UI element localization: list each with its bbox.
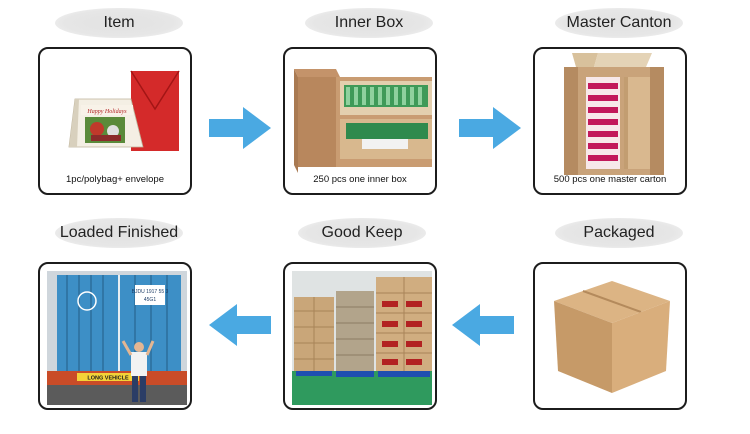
step-good-keep-label: Good Keep [298, 218, 426, 248]
worker-figure [121, 340, 155, 402]
green-cards-row [344, 85, 428, 107]
step-good-keep-panel [283, 262, 437, 410]
container-type-text: 45G1 [144, 297, 156, 303]
sealed-carton-image [554, 281, 670, 393]
arrow-left-icon [209, 304, 271, 346]
item-caption: 1pc/polybag+ envelope [66, 174, 164, 185]
arrow-left-icon [452, 304, 514, 346]
truck-bumper: LONG VEHICLE [47, 371, 187, 405]
step-inner-box-label: Inner Box [305, 8, 433, 38]
step-inner-box-panel: 250 pcs one inner box [283, 47, 437, 195]
master-carton-photo [542, 53, 682, 187]
container-photo: BJDU 1917 55 3 45G1 LONG VEHICLE [47, 271, 187, 405]
wrapped-pallet-stack [336, 291, 374, 377]
step-packaged-panel [533, 262, 687, 410]
step-item-label: Item [55, 8, 183, 38]
truck-plate-text: LONG VEHICLE [87, 376, 129, 382]
shipping-container: BJDU 1917 55 3 45G1 [57, 275, 181, 371]
item-photo: Happy Holidays [47, 59, 187, 193]
greeting-card-image: Happy Holidays [68, 98, 144, 148]
pink-cards-stack [586, 77, 620, 169]
left-cartons-stack [294, 297, 334, 376]
card-greeting-text: Happy Holidays [86, 109, 127, 115]
right-cartons-stack [376, 277, 432, 377]
arrow-right-icon [209, 107, 271, 149]
step-loaded-panel: BJDU 1917 55 3 45G1 LONG VEHICLE [38, 262, 192, 410]
container-code-text: BJDU 1917 55 3 [132, 289, 169, 295]
step-loaded-label: Loaded Finished [55, 218, 183, 248]
step-item-panel: Happy Holidays 1pc/polybag+ envelope [38, 47, 192, 195]
step-packaged-label: Packaged [555, 218, 683, 248]
packaged-photo [542, 271, 682, 405]
step-master-carton-panel: 500 pcs one master carton [533, 47, 687, 195]
master-carton-caption: 500 pcs one master carton [553, 174, 667, 185]
inner-box-photo [292, 61, 432, 193]
arrow-right-icon [459, 107, 521, 149]
step-master-carton-label: Master Canton [555, 8, 683, 38]
inner-box-caption: 250 pcs one inner box [313, 174, 407, 185]
warehouse-photo [292, 271, 432, 405]
